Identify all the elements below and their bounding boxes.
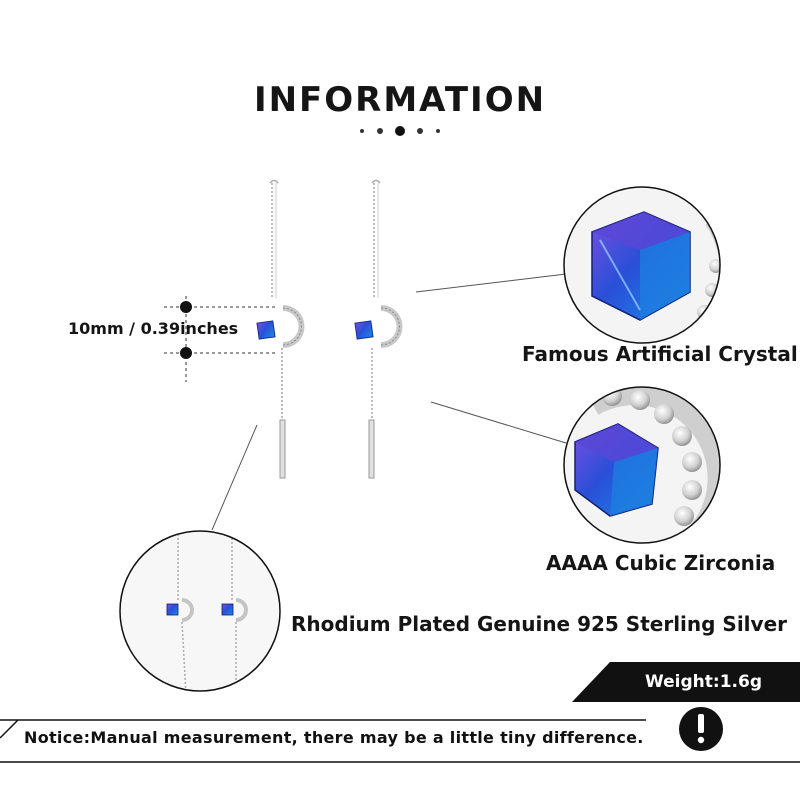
- feature-silver-label: Rhodium Plated Genuine 925 Sterling Silv…: [291, 612, 787, 636]
- zoom-silver: [119, 530, 281, 692]
- exclamation-icon: [679, 707, 723, 751]
- leader-line-silver: [211, 424, 258, 531]
- zoom-zirconia: [563, 386, 721, 544]
- weight-banner: [572, 662, 800, 702]
- weight-label: Weight:1.6g: [645, 672, 762, 692]
- zoom-crystal: [563, 186, 721, 344]
- size-label: 10mm / 0.39inches: [68, 319, 239, 338]
- leader-line-crystal: [415, 273, 567, 293]
- feature-crystal-label: Famous Artificial Crystal: [522, 342, 798, 366]
- page-title: INFORMATION: [253, 80, 547, 120]
- notice-frame: [0, 719, 800, 763]
- earring-right: [354, 179, 403, 479]
- feature-zirconia-label: AAAA Cubic Zirconia: [546, 551, 776, 575]
- size-marker: [164, 296, 275, 382]
- notice-text: Notice:Manual measurement, there may be …: [24, 728, 644, 747]
- earring-left: [256, 179, 305, 479]
- leader-line-zirconia: [430, 401, 567, 444]
- title-divider-dots: [360, 126, 440, 136]
